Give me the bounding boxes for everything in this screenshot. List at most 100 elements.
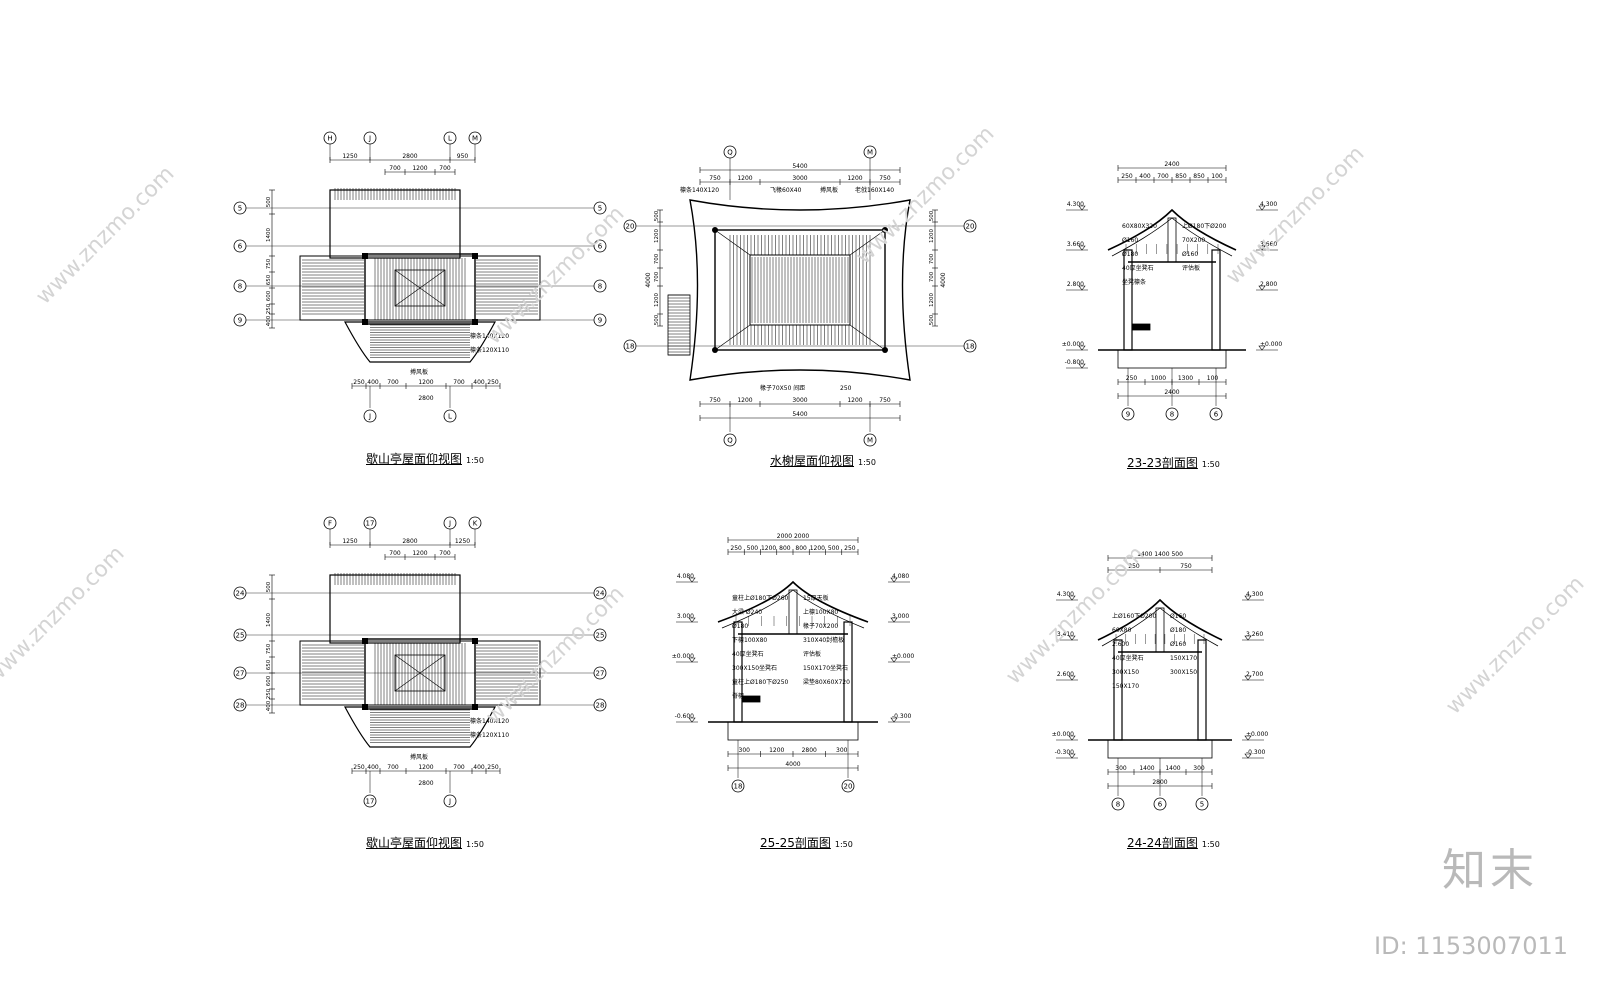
annotation: 檩条140X120: [680, 186, 719, 194]
dim-label: 250: [353, 379, 365, 386]
axis-label: 18: [734, 783, 743, 791]
dim-label: 500: [266, 581, 272, 592]
annotation: Ø180: [1122, 251, 1138, 258]
annotation: 60X80: [1112, 627, 1132, 634]
core-outline: [364, 638, 476, 710]
level-marker: [1244, 595, 1252, 601]
axis-label: 5: [598, 205, 602, 213]
dim-label: 250: [844, 545, 856, 552]
level-marker: [1244, 635, 1252, 641]
roof-profile: [717, 580, 869, 623]
level-label: ±0.000: [1052, 731, 1074, 738]
dim-label: 2800: [802, 747, 817, 754]
level-label: 3.660: [1260, 241, 1277, 248]
axis-label: 25: [236, 632, 245, 640]
dim-label: 800: [779, 545, 791, 552]
annotation: 150X170: [1112, 683, 1139, 690]
axis-label: 20: [844, 783, 853, 791]
dim-label: 500: [828, 545, 840, 552]
level-label: 3.000: [677, 613, 694, 620]
level-label: ±0.000: [1260, 341, 1282, 348]
inner-frame: [394, 269, 446, 307]
dim-label: 750: [879, 175, 891, 182]
column: [472, 253, 478, 259]
dim-label: 400: [473, 379, 485, 386]
axis-label: J: [448, 798, 451, 806]
dim-label: 400: [367, 379, 379, 386]
axis-label: 27: [236, 670, 245, 678]
dim-label: 700: [453, 764, 465, 771]
dim-label: 1200: [412, 165, 427, 172]
axis-bubble: [1165, 407, 1179, 421]
axis-label: 5: [238, 205, 242, 213]
level-label: 4.080: [677, 573, 694, 580]
level-label: ±0.000: [672, 653, 694, 660]
annotation: 椽子70X200: [803, 622, 838, 630]
dim-label: 1000: [1151, 375, 1166, 382]
roof-profile: [1097, 598, 1223, 641]
level-marker: [1068, 595, 1076, 601]
dim-label: 1400: [266, 613, 272, 627]
dim-label: 250: [353, 764, 365, 771]
level-marker: [1258, 205, 1266, 211]
level-marker: [1258, 345, 1266, 351]
annotation: Ø160: [1170, 641, 1186, 648]
level-label: 3.410: [1057, 631, 1074, 638]
annotation: Ø160: [1122, 237, 1138, 244]
level-label: 3.660: [1067, 241, 1084, 248]
dim-label: 400: [1139, 173, 1151, 180]
dim-label: 750: [266, 258, 272, 269]
axis-label: 28: [236, 702, 245, 710]
axis-label: L: [448, 413, 452, 421]
dim-label: 250: [266, 688, 272, 699]
level-marker: [1258, 245, 1266, 251]
annotation: 60X80X320: [1122, 223, 1157, 230]
level-marker: [1078, 245, 1086, 251]
dim-label: 1200: [418, 764, 433, 771]
annotation: 上Ø180下Ø200: [1182, 222, 1227, 230]
axis-label: 17: [366, 798, 375, 806]
bench-slab: [1131, 323, 1151, 331]
axis-label: M: [472, 135, 478, 143]
dim-label: 700: [929, 271, 935, 282]
dim-label: 3000: [792, 175, 807, 182]
dim-label: 700: [387, 379, 399, 386]
level-label: -0.300: [892, 713, 912, 720]
axis-bubble: [363, 794, 377, 808]
dim-label: 300: [1115, 765, 1127, 772]
axis-bubble: [1195, 797, 1209, 811]
column: [1211, 249, 1221, 351]
dim-label: 5400: [792, 411, 807, 418]
column: [362, 319, 368, 325]
dim-label: 250: [487, 379, 499, 386]
annotation: 2.600: [1112, 641, 1129, 648]
level-label: 4.300: [1246, 591, 1263, 598]
dim-label: 1200: [847, 175, 862, 182]
level-marker: [1068, 675, 1076, 681]
dim-label: 700: [654, 271, 660, 282]
dim-label: 250: [487, 764, 499, 771]
eave-frame: [714, 229, 886, 351]
dim-label: 1400: [266, 228, 272, 242]
dim-label: 500: [929, 210, 935, 221]
king-post: [788, 589, 798, 635]
level-label: 3.000: [892, 613, 909, 620]
porch-outline: [329, 574, 461, 644]
dim-label: 1200: [929, 293, 935, 307]
dim-label: 1400: [1165, 765, 1180, 772]
annotation: 坐凳檩条: [1122, 278, 1146, 286]
axis-label: 8: [238, 283, 242, 291]
dim-label: 250: [730, 545, 742, 552]
level-marker: [890, 577, 898, 583]
annotation: 40厚坐凳石: [732, 650, 764, 658]
dim-label: 1200: [847, 397, 862, 404]
axis-bubble: [443, 409, 457, 423]
axis-label: 9: [598, 317, 602, 325]
king-post: [1155, 607, 1165, 653]
level-marker: [1078, 363, 1086, 369]
dim-label: 500: [929, 314, 935, 325]
